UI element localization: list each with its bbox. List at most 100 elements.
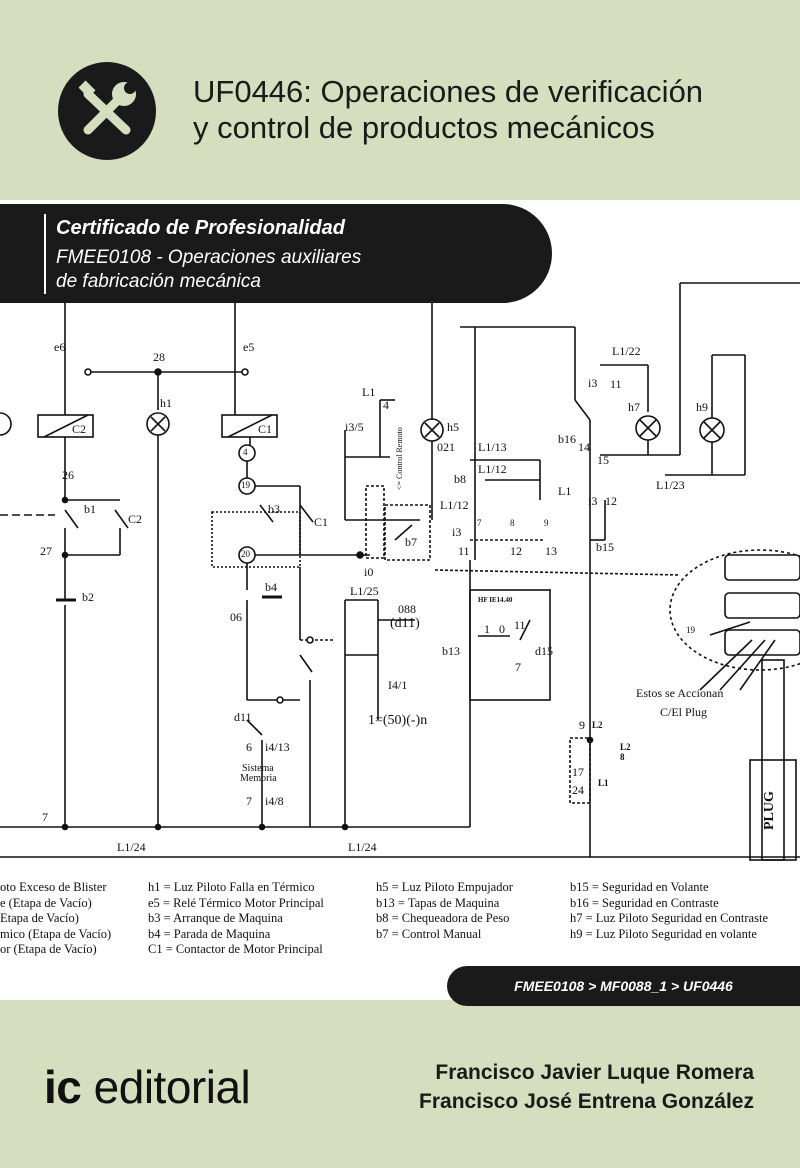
label-sistema: Sistema bbox=[242, 763, 274, 774]
label-b7: b7 bbox=[405, 535, 417, 549]
label-12: 12 bbox=[510, 544, 522, 558]
label-11c: 11 bbox=[610, 377, 622, 391]
label-7: 7 bbox=[42, 810, 48, 824]
label-15: 15 bbox=[597, 453, 609, 467]
label-28: 28 bbox=[153, 350, 165, 364]
label-8: 8 bbox=[510, 518, 515, 528]
label-l1c: L1 bbox=[598, 778, 609, 788]
label-d15: d15 bbox=[535, 644, 553, 658]
label-7b: 7 bbox=[246, 794, 252, 808]
label-b16: b16 bbox=[558, 432, 576, 446]
label-14: 14 bbox=[578, 440, 590, 454]
label-19: 19 bbox=[241, 480, 250, 490]
label-021: 021 bbox=[437, 440, 455, 454]
label-1: 1 bbox=[484, 622, 490, 636]
label-accionan-1: Estos se Accionan bbox=[636, 686, 724, 700]
certificate-banner bbox=[0, 204, 552, 303]
legend-col-1: oto Exceso de Blister e (Etapa de Vacío)… bbox=[0, 880, 112, 956]
label-b4: b4 bbox=[265, 580, 277, 594]
label-4: 4 bbox=[243, 447, 248, 457]
label-12b: 12 bbox=[605, 494, 617, 508]
label-c2b: C2 bbox=[128, 512, 143, 526]
book-title: UF0446: Operaciones de verificación y co… bbox=[193, 74, 773, 146]
label-c1: C1 bbox=[258, 422, 273, 436]
label-e5: e5 bbox=[243, 340, 255, 354]
label-i48: i4/8 bbox=[265, 794, 284, 808]
label-l1b: L1 bbox=[558, 484, 572, 498]
label-13: 13 bbox=[545, 544, 557, 558]
label-7c: 7 bbox=[477, 518, 482, 528]
label-h9: h9 bbox=[696, 400, 708, 414]
label-l125: L1/25 bbox=[350, 584, 379, 598]
label-i41: I4/1 bbox=[388, 678, 408, 692]
label-b13: b13 bbox=[442, 644, 460, 658]
label-7d: 7 bbox=[515, 660, 521, 674]
certificate-subtitle: FMEE0108 - Operaciones auxiliares de fab… bbox=[56, 247, 362, 292]
label-l124b: L1/24 bbox=[348, 840, 377, 854]
label-memoria: Memoria bbox=[240, 773, 277, 784]
label-b1: b1 bbox=[84, 502, 96, 516]
label-plug: PLUG bbox=[762, 791, 777, 830]
label-b15: b15 bbox=[596, 540, 614, 554]
banner-divider bbox=[44, 214, 46, 294]
label-i3b: i3 bbox=[588, 376, 598, 390]
label-b2: b2 bbox=[82, 590, 94, 604]
label-l122: L1/22 bbox=[612, 344, 641, 358]
label-l2: L2 bbox=[592, 720, 603, 730]
label-i35: i3/5 bbox=[345, 420, 364, 434]
label-c1b: C1 bbox=[314, 515, 329, 529]
label-4b: 4 bbox=[383, 398, 389, 412]
label-6: 6 bbox=[246, 740, 252, 754]
label-l112b: L1/12 bbox=[440, 498, 469, 512]
electrical-schematic: e6 e5 28 h1 C2 C1 26 b1 C2 27 b2 4 19 b3… bbox=[0, 200, 800, 1000]
label-accionan-2: C/El Plug bbox=[660, 705, 708, 719]
label-8b: 8 bbox=[620, 752, 625, 762]
label-0: 0 bbox=[499, 622, 505, 636]
label-e6: e6 bbox=[54, 340, 66, 354]
label-hf: HF IE14.40 bbox=[478, 596, 513, 604]
label-17: 17 bbox=[572, 765, 584, 779]
legend-col-3: h5 = Luz Piloto Empujador b13 = Tapas de… bbox=[376, 880, 513, 941]
label-control-remoto: <= Control Remoto bbox=[395, 427, 404, 490]
label-9: 9 bbox=[544, 518, 549, 528]
label-24: 24 bbox=[572, 783, 584, 797]
label-l113: L1/13 bbox=[478, 440, 507, 454]
label-b8: b8 bbox=[454, 472, 466, 486]
title-line-1: UF0446: Operaciones de verificación bbox=[193, 74, 704, 109]
title-line-2: y control de productos mecánicos bbox=[193, 110, 655, 145]
course-path-bar bbox=[447, 966, 800, 1006]
label-l2b: L2 bbox=[620, 742, 631, 752]
label-27: 27 bbox=[40, 544, 52, 558]
label-h1: h1 bbox=[160, 396, 172, 410]
author-1: Francisco Javier Luque Romera bbox=[435, 1061, 754, 1084]
author-2: Francisco José Entrena González bbox=[419, 1090, 754, 1113]
label-d11b: (d11) bbox=[390, 616, 420, 631]
label-l124a: L1/24 bbox=[117, 840, 146, 854]
label-i413: i4/13 bbox=[265, 740, 290, 754]
legend-col-2: h1 = Luz Piloto Falla en Térmico e5 = Re… bbox=[148, 880, 324, 956]
label-h5: h5 bbox=[447, 420, 459, 434]
label-d11: d11 bbox=[234, 710, 252, 724]
certificate-title: Certificado de Profesionalidad bbox=[56, 217, 345, 239]
label-l112: L1/12 bbox=[478, 462, 507, 476]
wrench-screwdriver-icon bbox=[58, 62, 156, 160]
label-20: 20 bbox=[241, 549, 250, 559]
label-50n: 1=(50)(-)n bbox=[368, 713, 428, 728]
label-9b: 9 bbox=[579, 718, 585, 732]
publisher-logo: ic editorial bbox=[44, 1061, 251, 1113]
label-11b: 11 bbox=[514, 618, 526, 632]
label-i3: i3 bbox=[452, 525, 462, 539]
label-11: 11 bbox=[458, 544, 470, 558]
label-19b: 19 bbox=[686, 625, 695, 635]
label-c2: C2 bbox=[72, 422, 87, 436]
label-h7: h7 bbox=[628, 400, 640, 414]
label-l123: L1/23 bbox=[656, 478, 685, 492]
legend-col-4: b15 = Seguridad en Volante b16 = Segurid… bbox=[570, 880, 768, 941]
label-b3: b3 bbox=[268, 502, 280, 516]
label-l1: L1 bbox=[362, 385, 376, 399]
label-088: 088 bbox=[398, 602, 416, 616]
course-path: FMEE0108 > MF0088_1 > UF0446 bbox=[514, 978, 733, 994]
label-i312: i3 bbox=[588, 494, 598, 508]
label-i0: i0 bbox=[364, 565, 374, 579]
label-26: 26 bbox=[62, 468, 74, 482]
